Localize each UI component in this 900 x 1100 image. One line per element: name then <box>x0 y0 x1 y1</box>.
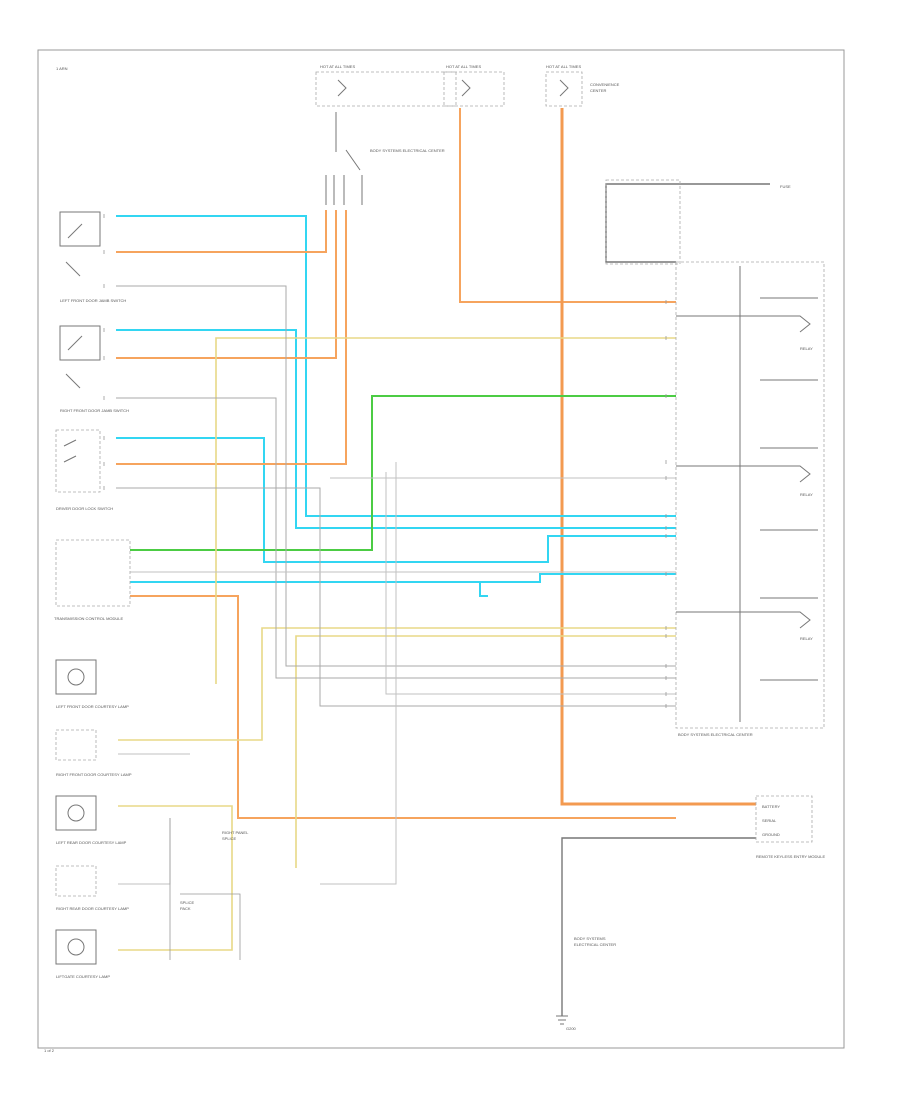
fuse-box-mid: HOT AT ALL TIMES <box>443 64 505 107</box>
wire-orange-lower <box>130 595 676 819</box>
svg-text:DRIVER DOOR LOCK SWITCH: DRIVER DOOR LOCK SWITCH <box>56 506 113 511</box>
wire-yellow-1 <box>215 337 676 684</box>
corner-code: 1 ARN <box>56 66 68 71</box>
svg-text:RIGHT PANEL: RIGHT PANEL <box>222 830 249 835</box>
right-rear-courtesy-lamp: RIGHT REAR DOOR COURTESY LAMP <box>55 865 129 911</box>
left-front-jamb-switch: LEFT FRONT DOOR JAMB SWITCH <box>59 211 126 303</box>
svg-text:LEFT FRONT DOOR COURTESY LAMP: LEFT FRONT DOOR COURTESY LAMP <box>56 704 129 709</box>
wire-yellow-4 <box>295 635 676 868</box>
svg-text:BODY SYSTEMS: BODY SYSTEMS <box>574 936 606 941</box>
relay-box: RELAY RELAY RELAY BODY SYSTEMS ELECTRICA… <box>675 261 825 737</box>
wire-ground <box>561 837 756 1016</box>
wire-gray-1 <box>116 285 676 667</box>
fuse-box-left: HOT AT ALL TIMES <box>315 64 457 107</box>
svg-text:HOT AT ALL TIMES: HOT AT ALL TIMES <box>446 64 481 69</box>
svg-text:CONVENIENCE: CONVENIENCE <box>590 82 620 87</box>
svg-text:RIGHT FRONT DOOR JAMB SWITCH: RIGHT FRONT DOOR JAMB SWITCH <box>60 408 129 413</box>
wire-relay-top <box>605 183 770 263</box>
left-rear-courtesy-lamp: LEFT REAR DOOR COURTESY LAMP <box>55 795 127 845</box>
wire-yellow-3 <box>118 805 233 951</box>
svg-text:BODY SYSTEMS ELECTRICAL CENTER: BODY SYSTEMS ELECTRICAL CENTER <box>678 732 753 737</box>
left-front-courtesy-lamp: LEFT FRONT DOOR COURTESY LAMP <box>55 659 129 709</box>
svg-text:LIFTGATE COURTESY LAMP: LIFTGATE COURTESY LAMP <box>56 974 110 979</box>
svg-text:TRANSMISSION CONTROL MODULE: TRANSMISSION CONTROL MODULE <box>54 616 124 621</box>
diagram-frame <box>37 49 845 1049</box>
svg-text:GROUND: GROUND <box>762 832 780 837</box>
transmission-control-module: TRANSMISSION CONTROL MODULE <box>54 539 131 621</box>
svg-text:FUSE: FUSE <box>780 184 791 189</box>
svg-text:HOT AT ALL TIMES: HOT AT ALL TIMES <box>546 64 581 69</box>
splice-mid <box>169 818 241 960</box>
wire-cyan-3 <box>116 437 676 563</box>
svg-text:RIGHT FRONT DOOR COURTESY LAMP: RIGHT FRONT DOOR COURTESY LAMP <box>56 772 132 777</box>
wire-gray-7 <box>385 472 676 695</box>
wire-green <box>130 395 676 551</box>
wire-orange-mid-fuse <box>459 108 676 303</box>
svg-text:ELECTRICAL CENTER: ELECTRICAL CENTER <box>574 942 616 947</box>
wire-gray-9 <box>118 818 171 885</box>
svg-text:PACK: PACK <box>180 906 191 911</box>
svg-text:RELAY: RELAY <box>800 636 813 641</box>
wire-cyan-4 <box>130 573 676 583</box>
svg-text:RELAY: RELAY <box>800 346 813 351</box>
wire-cyan-2 <box>116 329 676 529</box>
wire-cyan-1 <box>116 215 676 517</box>
relay-top-module: FUSE <box>605 179 791 265</box>
liftgate-courtesy-lamp: LIFTGATE COURTESY LAMP <box>55 929 110 979</box>
wire-gray-3 <box>116 487 676 707</box>
ground-point: G200 BODY SYSTEMS ELECTRICAL CENTER <box>556 936 616 1031</box>
svg-text:REMOTE KEYLESS ENTRY MODULE: REMOTE KEYLESS ENTRY MODULE <box>756 854 826 859</box>
wire-cyan-5 <box>479 582 488 597</box>
svg-text:SPLICE: SPLICE <box>180 900 195 905</box>
wire-gray-6 <box>320 462 397 885</box>
wire-orange-left-3 <box>116 210 347 465</box>
keyless-entry-module: BATTERY SERIAL GROUND REMOTE KEYLESS ENT… <box>755 795 826 859</box>
svg-text:RIGHT REAR DOOR COURTESY LAMP: RIGHT REAR DOOR COURTESY LAMP <box>56 906 129 911</box>
svg-text:HOT AT ALL TIMES: HOT AT ALL TIMES <box>320 64 355 69</box>
wire-orange-right-fuse <box>560 108 756 806</box>
wire-orange-left-2 <box>116 210 337 359</box>
svg-text:LEFT REAR DOOR COURTESY LAMP: LEFT REAR DOOR COURTESY LAMP <box>56 840 127 845</box>
wire-gray-2 <box>116 397 676 679</box>
svg-text:CENTER: CENTER <box>590 88 607 93</box>
wire-orange-left-1 <box>116 210 327 253</box>
svg-text:G200: G200 <box>566 1026 577 1031</box>
svg-text:BATTERY: BATTERY <box>762 804 780 809</box>
svg-text:SERIAL: SERIAL <box>762 818 777 823</box>
splice-block-top <box>325 112 363 205</box>
right-front-jamb-switch: RIGHT FRONT DOOR JAMB SWITCH <box>59 325 129 413</box>
driver-door-lock-switch: DRIVER DOOR LOCK SWITCH <box>55 429 113 511</box>
right-front-courtesy-lamp: RIGHT FRONT DOOR COURTESY LAMP <box>55 729 132 777</box>
connector-marks <box>103 214 667 708</box>
fuse-box-right: HOT AT ALL TIMES CONVENIENCE CENTER <box>545 64 620 107</box>
body-systems-label: BODY SYSTEMS ELECTRICAL CENTER <box>370 148 445 153</box>
svg-text:SPLICE: SPLICE <box>222 836 237 841</box>
svg-text:RELAY: RELAY <box>800 492 813 497</box>
wire-yellow-2 <box>118 627 676 741</box>
page-label: 1 of 2 <box>44 1048 55 1053</box>
svg-text:LEFT FRONT DOOR JAMB SWITCH: LEFT FRONT DOOR JAMB SWITCH <box>60 298 126 303</box>
